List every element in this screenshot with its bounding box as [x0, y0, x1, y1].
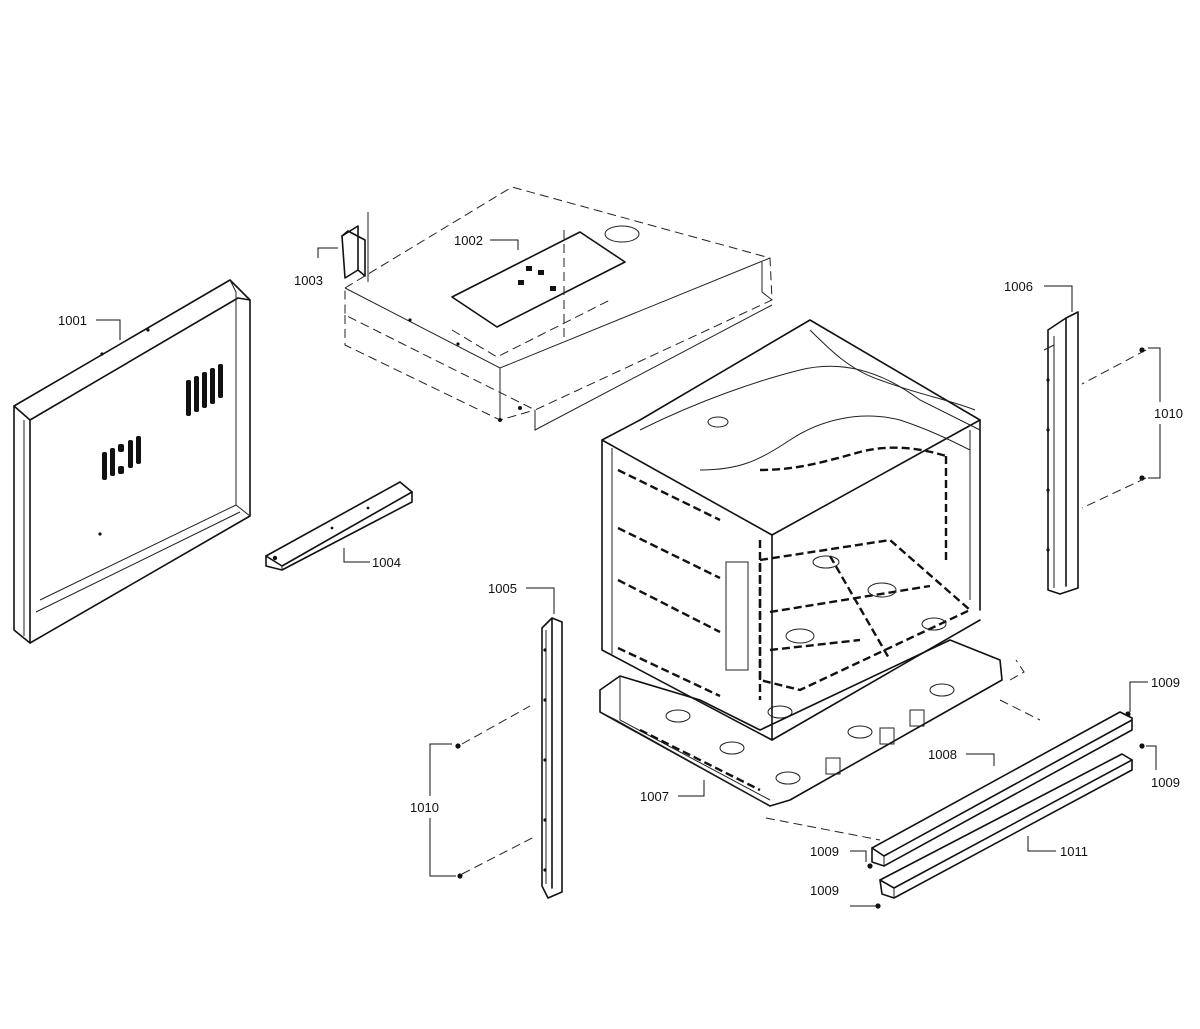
alignment-lines [461, 230, 1147, 875]
part-1006-vertical-trim[interactable] [1043, 311, 1079, 595]
callout-1002[interactable]: 1002 [454, 233, 483, 248]
part-1001-vent-slots [102, 364, 223, 480]
oven-cavity-body[interactable] [601, 319, 981, 741]
callout-labels: 1001 1002 1003 1004 1005 1006 1010 1010 … [58, 233, 1183, 898]
callout-1008[interactable]: 1008 [928, 747, 957, 762]
callout-1005[interactable]: 1005 [488, 581, 517, 596]
callout-1003[interactable]: 1003 [294, 273, 323, 288]
callout-1009-bottom-b[interactable]: 1009 [810, 883, 839, 898]
callout-1004[interactable]: 1004 [372, 555, 401, 570]
part-1009-screws[interactable] [867, 711, 1145, 909]
leader-lines [96, 239, 1161, 907]
callout-1010-left[interactable]: 1010 [410, 800, 439, 815]
part-1001-side-panel[interactable] [13, 279, 251, 644]
callout-1001[interactable]: 1001 [58, 313, 87, 328]
part-1003-bracket[interactable] [341, 212, 369, 282]
part-1002-plate[interactable] [451, 231, 626, 358]
callout-1007[interactable]: 1007 [640, 789, 669, 804]
part-1002-top-cover[interactable] [344, 186, 773, 431]
callout-1009-right[interactable]: 1009 [1151, 775, 1180, 790]
callout-1006[interactable]: 1006 [1004, 279, 1033, 294]
part-1008-front-trim[interactable] [871, 711, 1133, 867]
callout-1010-right[interactable]: 1010 [1154, 406, 1183, 421]
part-1007-bottom-tray[interactable] [599, 639, 1003, 807]
part-1010-screws[interactable] [455, 347, 1145, 879]
part-1011-lower-trim[interactable] [879, 753, 1133, 899]
part-1004-rail[interactable] [265, 481, 413, 571]
part-1005-vertical-trim[interactable] [541, 617, 563, 899]
callout-1009-top-right[interactable]: 1009 [1151, 675, 1180, 690]
callout-1011[interactable]: 1011 [1060, 844, 1088, 859]
callout-1009-bottom-a[interactable]: 1009 [810, 844, 839, 859]
